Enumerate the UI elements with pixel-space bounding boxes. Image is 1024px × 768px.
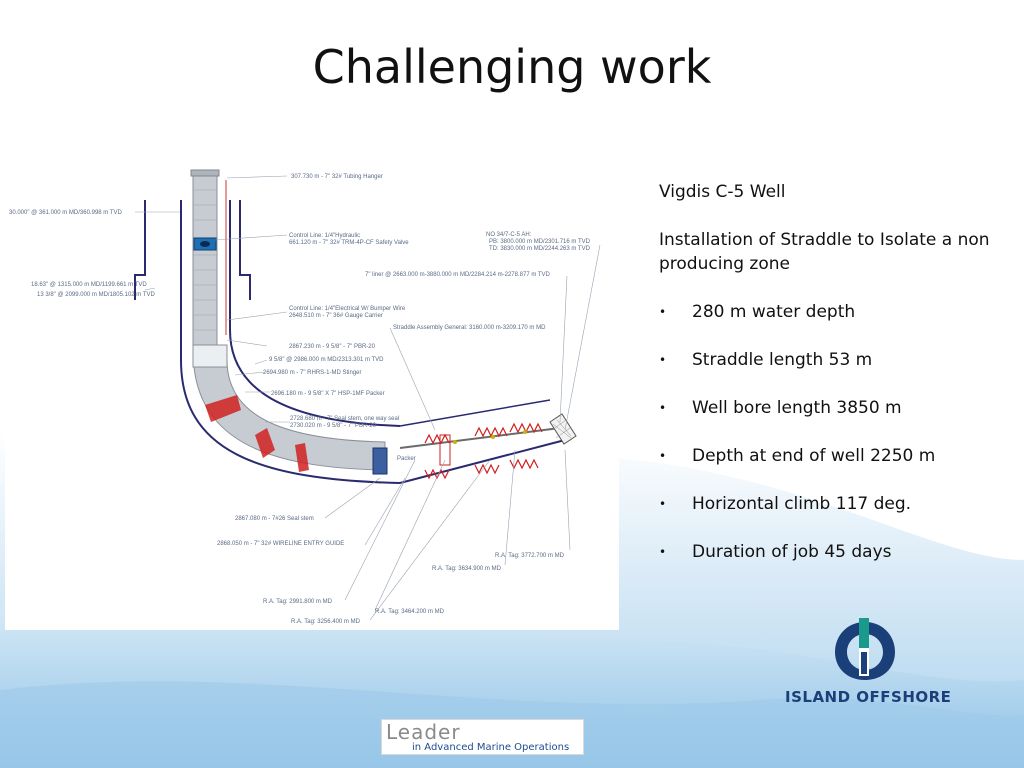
label-pbr-2867: 2867.230 m - 9 5/8" - 7" PBR-20	[289, 344, 376, 350]
label-ra-tag-2991: R.A. Tag: 2991.800 m MD	[263, 599, 333, 605]
well-heading: Vigdis C-5 Well	[659, 182, 786, 202]
company-name: ISLAND OFFSHORE	[785, 688, 952, 706]
bullet-glyph: •	[659, 353, 667, 367]
label-wireline-guide: 2868.050 m - 7" 32# WIRELINE ENTRY GUIDE	[217, 541, 344, 547]
label-tubing-hanger: 307.730 m - 7" 32# Tubing Hanger	[291, 174, 383, 180]
fact-end-depth: Depth at end of well 2250 m	[692, 446, 936, 466]
label-packer: 2696.180 m - 9 5/8" X 7" HSP-1MF Packer	[271, 391, 385, 397]
label-liner: 7" liner @ 2663.000 m-3880.000 m MD/2284…	[365, 272, 551, 278]
well-info-panel: Vigdis C-5 Well Installation of Straddle…	[659, 180, 999, 588]
packer-red-3	[295, 443, 309, 472]
well-schematic-diagram: 307.730 m - 7" 32# Tubing Hanger 30.000"…	[5, 160, 619, 630]
label-pbr-2730: 2730.020 m - 9 5/8" - 7" PBR-20	[290, 423, 377, 429]
packer-red-1	[205, 395, 241, 422]
tubing-hanger-top	[190, 169, 220, 177]
bullet-glyph: •	[659, 545, 667, 559]
leader-logo: Leader in Advanced Marine Operations	[381, 719, 584, 755]
label-packer-short: Packer	[397, 456, 416, 462]
bullet-glyph: •	[659, 497, 667, 511]
toe-crosshatch	[551, 419, 572, 439]
label-control-line-hydraulic: Control Line: 1/4"Hydraulic	[289, 233, 360, 239]
fact-straddle-length: Straddle length 53 m	[692, 350, 873, 370]
list-item: • Straddle length 53 m	[659, 348, 999, 372]
label-seal-stem-oneway: 2728.680 m - 7" Seal stem, one way seal	[290, 416, 399, 422]
list-item: • Horizontal climb 117 deg.	[659, 492, 999, 516]
label-control-line-electrical: Control Line: 1/4"Electrical W/ Bumper W…	[289, 306, 406, 312]
outer-casing-left	[134, 200, 146, 300]
leader-lines	[135, 175, 601, 621]
well-schematic-svg: 307.730 m - 7" 32# Tubing Hanger 30.000"…	[9, 169, 601, 625]
list-item: • 280 m water depth	[659, 300, 999, 324]
list-item: • Depth at end of well 2250 m	[659, 444, 999, 468]
label-ra-tag-3256: R.A. Tag: 3256.400 m MD	[291, 619, 361, 625]
island-offshore-emblem-icon	[835, 618, 895, 680]
safety-valve-core	[200, 241, 210, 247]
label-casing-1863: 18.63" @ 1315.000 m MD/1199.661 m TVD	[31, 282, 147, 288]
fact-horizontal-climb: Horizontal climb 117 deg.	[692, 494, 912, 514]
liner-top	[399, 399, 551, 427]
well-description: Installation of Straddle to Isolate a no…	[659, 230, 990, 274]
inner-casing-left	[180, 200, 401, 484]
label-ra-tag-3634: R.A. Tag: 3634.900 m MD	[432, 566, 502, 572]
bullet-glyph: •	[659, 401, 667, 415]
packer-red-2	[255, 428, 275, 458]
bullet-glyph: •	[659, 449, 667, 463]
label-straddle-assembly: Straddle Assembly General: 3160.000 m-32…	[393, 325, 546, 331]
list-item: • Well bore length 3850 m	[659, 396, 999, 420]
label-safety-valve: 661.120 m - 7" 32# TRM-4P-CF Safety Valv…	[289, 240, 409, 246]
straddle-segment	[439, 434, 451, 466]
bullet-glyph: •	[659, 305, 667, 319]
leader-subtitle: in Advanced Marine Operations	[412, 742, 570, 753]
label-ra-tag-3464: R.A. Tag: 3464.200 m MD	[375, 609, 445, 615]
fact-duration: Duration of job 45 days	[692, 542, 892, 562]
tubing-vertical	[192, 171, 218, 351]
packer-blue	[372, 447, 388, 475]
label-seal-stem: 2867.080 m - 7#26 Seal stem	[235, 516, 314, 522]
label-pb: PB: 3800.000 m MD/2301.716 m TVD	[489, 239, 591, 245]
label-casing-958: 9 5/8" @ 2986.000 m MD/2313.301 m TVD	[269, 357, 384, 363]
fact-wellbore-length: Well bore length 3850 m	[692, 398, 902, 418]
leader-title: Leader	[386, 720, 461, 744]
slide-title: Challenging work	[312, 40, 712, 94]
label-stinger: 2694.980 m - 7" RHRS-1-MD Stinger	[263, 370, 362, 376]
fact-water-depth: 280 m water depth	[692, 302, 856, 322]
gauge-carrier	[192, 344, 228, 368]
label-conductor: 30.000" @ 361.000 m MD/360.998 m TVD	[9, 210, 123, 216]
list-item: • Duration of job 45 days	[659, 540, 999, 564]
tubing-ribbing	[193, 189, 217, 331]
label-casing-1338: 13 3/8" @ 2099.000 m MD/1805.102 m TVD	[37, 292, 156, 298]
label-gauge-carrier: 2648.510 m - 7" 36# Gauge Carrier	[289, 313, 383, 319]
ra-tag-markers	[453, 430, 527, 444]
label-well-id: NO 34/7-C-5 AH:	[486, 232, 532, 238]
wellbore-toe-mesh	[549, 413, 577, 445]
inner-casing-right	[229, 200, 401, 427]
well-facts-list: • 280 m water depth • Straddle length 53 m…	[659, 300, 999, 564]
liner-bottom	[399, 439, 566, 484]
outer-casing-right	[239, 200, 251, 300]
label-ra-tag-3772: R.A. Tag: 3772.700 m MD	[495, 553, 565, 559]
label-td: TD: 3830.000 m MD/2244.263 m TVD	[489, 246, 591, 252]
island-offshore-logo: ISLAND OFFSHORE	[785, 618, 952, 718]
